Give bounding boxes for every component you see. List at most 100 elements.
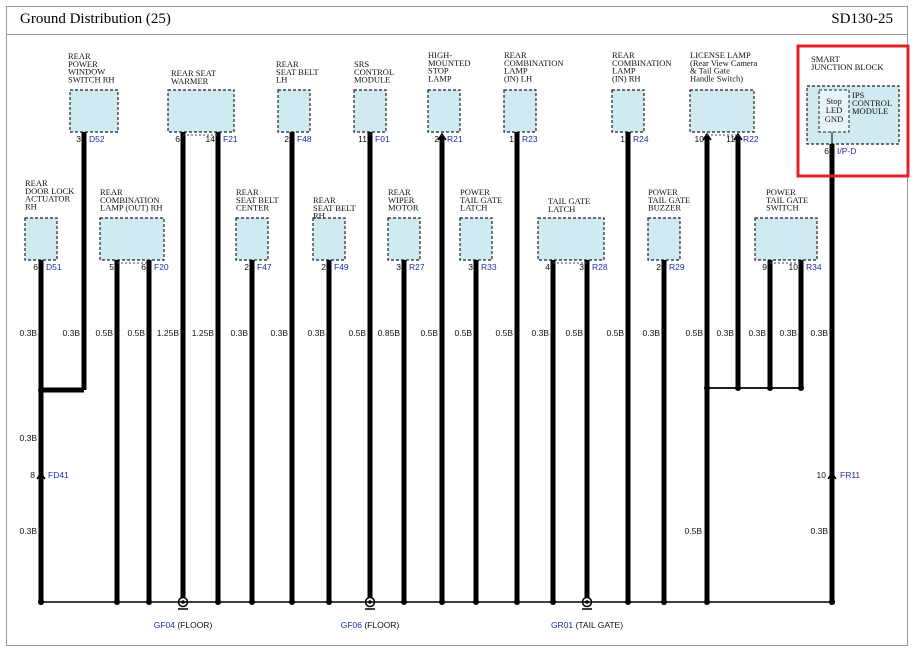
rear-power-window-switch-rh-pin-3: 3 bbox=[76, 134, 81, 144]
license-lamp bbox=[689, 89, 755, 133]
rear-seat-belt-rh-label: REAR bbox=[313, 195, 336, 205]
power-tail-gate-latch bbox=[459, 217, 493, 261]
rear-seat-belt-rh-wire-spec: 0.3B bbox=[308, 328, 326, 338]
rear-seat-warmer-pin-6: 6 bbox=[175, 134, 180, 144]
sjb-inner-right-text: CONTROL bbox=[852, 98, 892, 108]
fr11-connector: FR11 bbox=[840, 470, 860, 480]
rear-combination-lamp-in-lh-connector: R23 bbox=[522, 134, 538, 144]
tail-gate-latch-wire-spec: 0.3B bbox=[532, 328, 550, 338]
gf04-label: GF04 (FLOOR) bbox=[154, 620, 213, 630]
license-lamp-wire-spec: 0.5B bbox=[686, 328, 704, 338]
license-lamp-label: & Tail Gate bbox=[690, 66, 730, 76]
rear-combination-lamp-in-lh-box bbox=[503, 89, 537, 133]
rear-combination-lamp-in-lh bbox=[503, 89, 537, 133]
license-lamp-connector: R22 bbox=[743, 134, 759, 144]
srs-control-module-label: CONTROL bbox=[354, 67, 394, 77]
srs-control-module-label: MODULE bbox=[354, 75, 390, 85]
rear-combination-lamp-out-rh-pin-5: 5 bbox=[109, 262, 114, 272]
rear-combination-lamp-in-rh-label: (IN) RH bbox=[612, 73, 641, 83]
rear-combination-lamp-out-rh-pin-6: 6 bbox=[141, 262, 146, 272]
rear-seat-warmer-label: WARMER bbox=[171, 76, 209, 86]
rear-power-window-switch-rh-label: WINDOW bbox=[68, 67, 105, 77]
rear-wiper-motor-label: REAR bbox=[388, 187, 411, 197]
high-mounted-stop-lamp-label: MOUNTED bbox=[428, 58, 471, 68]
splice-dot bbox=[798, 385, 804, 391]
rear-wiper-motor-label: WIPER bbox=[388, 195, 415, 205]
rear-door-lock-actuator-rh-label: DOOR LOCK bbox=[25, 186, 75, 196]
power-tail-gate-latch-label: POWER bbox=[460, 187, 490, 197]
rear-seat-belt-rh-connector: F49 bbox=[334, 262, 349, 272]
rear-seat-belt-rh-label: RH bbox=[313, 211, 325, 221]
smart-junction-block-wire-spec: 0.3B bbox=[811, 328, 829, 338]
rear-wiper-motor-pin-3: 3 bbox=[396, 262, 401, 272]
rear-combination-lamp-in-lh-label: COMBINATION bbox=[504, 58, 564, 68]
rear-seat-warmer-connector: F21 bbox=[223, 134, 238, 144]
rear-seat-belt-center-box bbox=[235, 217, 269, 261]
rear-combination-lamp-out-rh-label: REAR bbox=[100, 187, 123, 197]
rear-wiper-motor-wire-spec: 0.85B bbox=[378, 328, 401, 338]
rear-power-window-switch-rh-wire-spec: 0.3B bbox=[63, 328, 81, 338]
rear-seat-warmer-label: REAR SEAT bbox=[171, 68, 217, 78]
rear-power-window-switch-rh-label: POWER bbox=[68, 59, 98, 69]
power-tail-gate-buzzer-wire-spec: 0.3B bbox=[643, 328, 661, 338]
rear-door-lock-actuator-rh-box bbox=[24, 217, 58, 261]
tail-gate-latch-connector: R28 bbox=[592, 262, 608, 272]
fd41-pin: 8 bbox=[30, 470, 35, 480]
rear-combination-lamp-in-rh-label: LAMP bbox=[612, 66, 636, 76]
power-tail-gate-buzzer-label: TAIL GATE bbox=[648, 195, 690, 205]
power-tail-gate-buzzer bbox=[647, 217, 681, 261]
rear-door-lock-actuator-rh-label: REAR bbox=[25, 178, 48, 188]
rear-power-window-switch-rh bbox=[69, 89, 119, 133]
fr11-arrow bbox=[827, 471, 837, 480]
tail-gate-latch bbox=[537, 217, 605, 261]
rear-seat-belt-lh-pin-2: 2 bbox=[284, 134, 289, 144]
connector-arrow bbox=[733, 132, 743, 141]
power-tail-gate-latch-wire-spec: 0.5B bbox=[455, 328, 473, 338]
rear-door-lock-actuator-rh-label: ACTUATOR bbox=[25, 194, 71, 204]
title-divider bbox=[6, 34, 908, 35]
splice-dot bbox=[735, 385, 741, 391]
high-mounted-stop-lamp-label: STOP bbox=[428, 66, 449, 76]
tail-gate-latch-box bbox=[537, 217, 605, 261]
tail-gate-latch-pin-3: 3 bbox=[579, 262, 584, 272]
power-tail-gate-switch-label: SWITCH bbox=[766, 203, 799, 213]
power-tail-gate-switch-label: POWER bbox=[766, 187, 796, 197]
rear-seat-warmer-wire-spec: 1.25B bbox=[157, 328, 180, 338]
connector-arrow bbox=[702, 132, 712, 141]
rear-seat-belt-center-label: REAR bbox=[236, 187, 259, 197]
rear-seat-belt-lh bbox=[277, 89, 311, 133]
smart-junction-block-label: SMART bbox=[811, 54, 841, 64]
fd41-arrow bbox=[36, 471, 46, 480]
srs-control-module-pin-11: 11 bbox=[358, 134, 367, 144]
rear-seat-belt-lh-label: SEAT BELT bbox=[276, 67, 320, 77]
rear-seat-belt-rh-pin-2: 2 bbox=[321, 262, 326, 272]
rear-combination-lamp-in-lh-label: LAMP bbox=[504, 66, 528, 76]
srs-control-module-wire-spec: 0.5B bbox=[349, 328, 367, 338]
rear-power-window-switch-rh-label: REAR bbox=[68, 51, 91, 61]
highlight-box bbox=[796, 44, 910, 178]
rear-seat-belt-lh-box bbox=[277, 89, 311, 133]
power-tail-gate-buzzer-label: POWER bbox=[648, 187, 678, 197]
rear-combination-lamp-in-lh-pin-1: 1 bbox=[509, 134, 514, 144]
sjb-inner-right-text: MODULE bbox=[852, 106, 888, 116]
rear-seat-belt-center-wire-spec: 0.3B bbox=[231, 328, 249, 338]
rear-door-lock-actuator-rh-wire-spec: 0.3B bbox=[20, 328, 38, 338]
rear-combination-lamp-in-rh-box bbox=[611, 89, 645, 133]
rear-seat-belt-center-connector: F47 bbox=[257, 262, 272, 272]
power-tail-gate-latch-box bbox=[459, 217, 493, 261]
power-tail-gate-buzzer-label: BUZZER bbox=[648, 203, 681, 213]
rear-seat-warmer bbox=[167, 89, 235, 133]
rear-seat-belt-rh-box bbox=[312, 217, 346, 261]
fd41-wire-below: 0.3B bbox=[20, 526, 38, 536]
license-lamp-pin-10: 10 bbox=[695, 134, 705, 144]
power-tail-gate-switch-connector: R34 bbox=[806, 262, 822, 272]
license-lamp-box bbox=[689, 89, 755, 133]
power-tail-gate-buzzer-connector: R29 bbox=[669, 262, 685, 272]
rear-seat-belt-center-label: SEAT BELT bbox=[236, 195, 280, 205]
rear-seat-belt-center-label: CENTER bbox=[236, 203, 269, 213]
rear-combination-lamp-in-lh-label: REAR bbox=[504, 50, 527, 60]
sjb-inner-left-text: Stop bbox=[826, 96, 842, 106]
smart-junction-block-connector: I/P-D bbox=[837, 146, 856, 156]
tail-gate-latch-label: TAIL GATE bbox=[548, 196, 590, 206]
rear-door-lock-actuator-rh-connector: D51 bbox=[46, 262, 62, 272]
